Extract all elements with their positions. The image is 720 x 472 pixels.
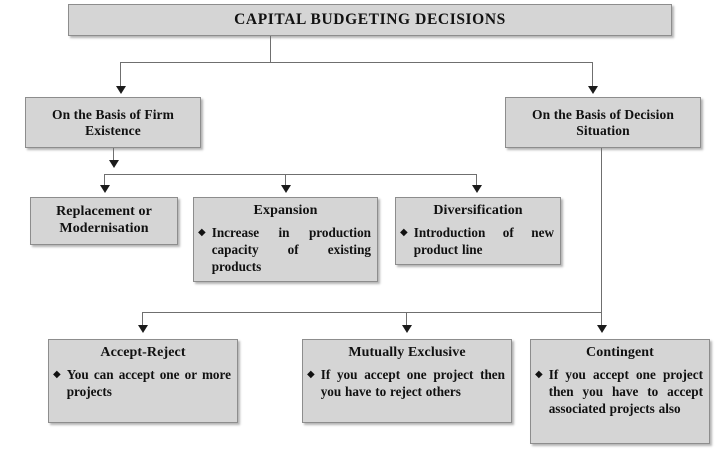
connector-level1-bus bbox=[120, 62, 592, 63]
arrowhead-contingent bbox=[597, 325, 607, 333]
arrowhead-firm-existence bbox=[116, 86, 126, 94]
connector-drop-diversification bbox=[476, 174, 477, 187]
bullet-item: ◆ You can accept one or more projects bbox=[49, 366, 237, 401]
arrowhead-mutually-exclusive bbox=[402, 325, 412, 333]
node-title: On the Basis of Firm Existence bbox=[52, 106, 174, 138]
bullet-item: ◆ Introduction of new product line bbox=[396, 224, 560, 259]
node-title: Replacement or Modernisation bbox=[56, 204, 152, 236]
connector-drop-accept-reject bbox=[142, 312, 143, 327]
arrowhead-firm-existence-stem bbox=[109, 160, 119, 168]
arrowhead-replacement bbox=[100, 185, 110, 193]
node-accept-reject[interactable]: Accept-Reject ◆ You can accept one or mo… bbox=[48, 339, 238, 423]
node-contingent[interactable]: Contingent ◆ If you accept one project t… bbox=[530, 339, 710, 444]
arrowhead-decision-situation bbox=[588, 86, 598, 94]
node-title: Accept-Reject bbox=[100, 345, 186, 360]
connector-level2-decision-bus bbox=[142, 312, 602, 313]
node-capital-budgeting-decisions[interactable]: CAPITAL BUDGETING DECISIONS bbox=[68, 4, 672, 36]
bullet-text: Increase in production capacity of exist… bbox=[211, 224, 371, 275]
connector-drop-replacement bbox=[104, 174, 105, 187]
node-mutually-exclusive[interactable]: Mutually Exclusive ◆ If you accept one p… bbox=[302, 339, 512, 423]
bullet-item: ◆ If you accept one project then you hav… bbox=[303, 366, 511, 401]
arrowhead-accept-reject bbox=[138, 325, 148, 333]
connector-drop-firm-existence bbox=[120, 62, 121, 87]
connector-firm-existence-stem bbox=[113, 148, 114, 163]
node-title: On the Basis of Decision Situation bbox=[532, 106, 674, 138]
node-diversification[interactable]: Diversification ◆ Introduction of new pr… bbox=[395, 197, 561, 265]
diamond-bullet-icon: ◆ bbox=[53, 368, 61, 380]
bullet-item: ◆ Increase in production capacity of exi… bbox=[194, 224, 377, 276]
node-title: CAPITAL BUDGETING DECISIONS bbox=[234, 10, 506, 28]
bullet-text: If you accept one project then you have … bbox=[548, 366, 703, 417]
bullet-text: You can accept one or more projects bbox=[66, 366, 231, 399]
node-expansion[interactable]: Expansion ◆ Increase in production capac… bbox=[193, 197, 378, 282]
connector-root-stem bbox=[270, 36, 271, 63]
bullet-text: If you accept one project then you have … bbox=[320, 366, 505, 399]
arrowhead-diversification bbox=[472, 185, 482, 193]
diamond-bullet-icon: ◆ bbox=[307, 368, 315, 380]
node-on-the-basis-of-decision-situation[interactable]: On the Basis of Decision Situation bbox=[505, 97, 701, 148]
connector-drop-expansion bbox=[285, 174, 286, 187]
connector-decision-situation-stem bbox=[601, 148, 602, 313]
diamond-bullet-icon: ◆ bbox=[535, 368, 543, 380]
bullet-text: Introduction of new product line bbox=[413, 224, 554, 257]
node-replacement-or-modernisation[interactable]: Replacement or Modernisation bbox=[30, 197, 178, 245]
node-title: Contingent bbox=[586, 345, 654, 360]
node-title: Mutually Exclusive bbox=[348, 345, 466, 360]
diamond-bullet-icon: ◆ bbox=[400, 226, 408, 238]
diamond-bullet-icon: ◆ bbox=[198, 226, 206, 238]
node-title: Diversification bbox=[433, 203, 523, 218]
connector-level2-firm-bus bbox=[104, 174, 476, 175]
connector-drop-decision-situation bbox=[592, 62, 593, 87]
bullet-item: ◆ If you accept one project then you hav… bbox=[531, 366, 709, 418]
arrowhead-expansion bbox=[281, 185, 291, 193]
node-title: Expansion bbox=[253, 203, 318, 218]
connector-drop-contingent bbox=[601, 312, 602, 327]
node-on-the-basis-of-firm-existence[interactable]: On the Basis of Firm Existence bbox=[25, 97, 201, 148]
connector-drop-mutually-exclusive bbox=[406, 312, 407, 327]
